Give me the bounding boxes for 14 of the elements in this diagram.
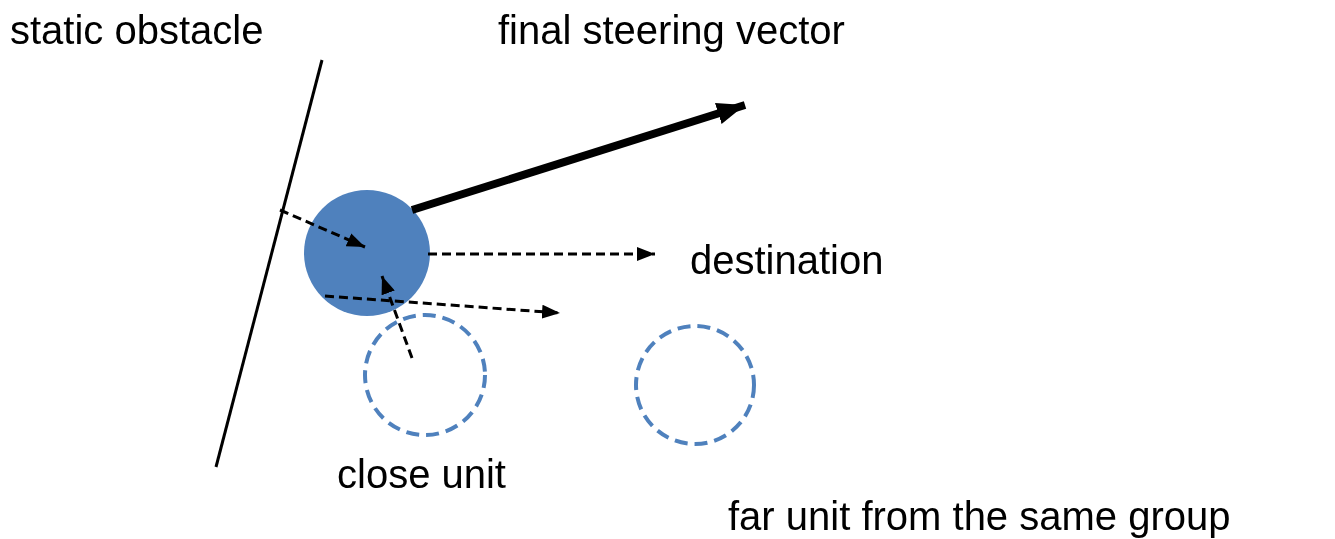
dashed-arrow xyxy=(324,294,561,319)
unit-circle xyxy=(304,190,430,316)
obstacle-line xyxy=(214,59,324,468)
thick-arrow xyxy=(410,101,747,214)
obstacle-label: static obstacle xyxy=(10,8,264,52)
dashed-arrow xyxy=(428,247,655,261)
destination-label: destination xyxy=(690,238,884,282)
unit-outline-circle xyxy=(363,313,487,437)
dashed-arrow xyxy=(279,208,366,249)
dashed-arrow xyxy=(380,275,414,359)
unit-outline-circle xyxy=(634,324,756,446)
vector-label: final steering vector xyxy=(498,8,845,52)
unit-label: far unit from the same group xyxy=(728,494,1231,538)
unit-label: close unit xyxy=(337,452,506,496)
